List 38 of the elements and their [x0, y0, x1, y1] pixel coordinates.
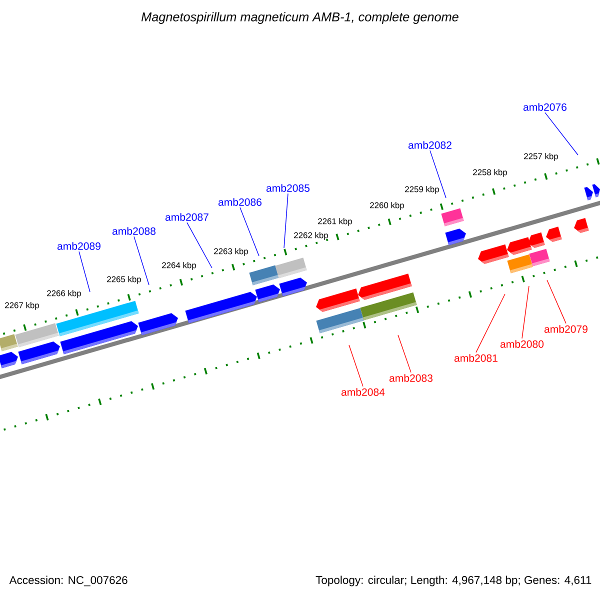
gene-label: amb2084	[341, 388, 385, 396]
gene-label: amb2083	[389, 374, 433, 382]
accession-text: Accession: NC_007626	[9, 576, 128, 586]
genome-info-text: Topology: circular; Length: 4,967,148 bp; Genes: 4,611	[316, 576, 592, 586]
gene-label: amb2079	[544, 325, 588, 333]
scale-label: 2267 kbp	[5, 302, 39, 310]
scale-label: 2266 kbp	[47, 290, 81, 298]
leader-line	[522, 286, 530, 339]
scale-label: 2260 kbp	[370, 202, 404, 210]
scale-label: 2258 kbp	[473, 169, 507, 177]
leader-line	[186, 222, 212, 268]
gene-label: amb2076	[523, 103, 567, 111]
gene-label: amb2085	[266, 184, 310, 192]
leader-line	[134, 236, 150, 286]
leader-line	[546, 280, 566, 324]
leader-line	[476, 294, 506, 353]
leader-line	[284, 193, 288, 248]
scale-label: 2259 kbp	[405, 186, 439, 194]
scale-label: 2263 kbp	[214, 248, 248, 256]
leader-line	[398, 334, 412, 373]
leader-line	[348, 344, 364, 387]
leader-line	[78, 251, 90, 292]
gene-label: amb2088	[112, 227, 156, 235]
gene-label: amb2089	[57, 242, 100, 250]
gene-label: amb2080	[500, 340, 544, 348]
scale-label: 2264 kbp	[162, 262, 196, 270]
gene-label: amb2086	[218, 198, 262, 206]
gene-label: amb2087	[165, 213, 208, 221]
scale-label: 2262 kbp	[294, 232, 328, 240]
scale-label: 2265 kbp	[107, 276, 141, 284]
leader-line	[430, 150, 446, 198]
title: Magnetospirillum magneticum AMB-1, complete genome	[141, 12, 458, 24]
scale-label: 2257 kbp	[524, 153, 558, 161]
gene-label: amb2082	[408, 141, 452, 149]
leader-line	[544, 112, 578, 156]
scale-label: 2261 kbp	[318, 218, 352, 226]
gene-label: amb2081	[454, 354, 498, 362]
leader-line	[240, 207, 260, 256]
